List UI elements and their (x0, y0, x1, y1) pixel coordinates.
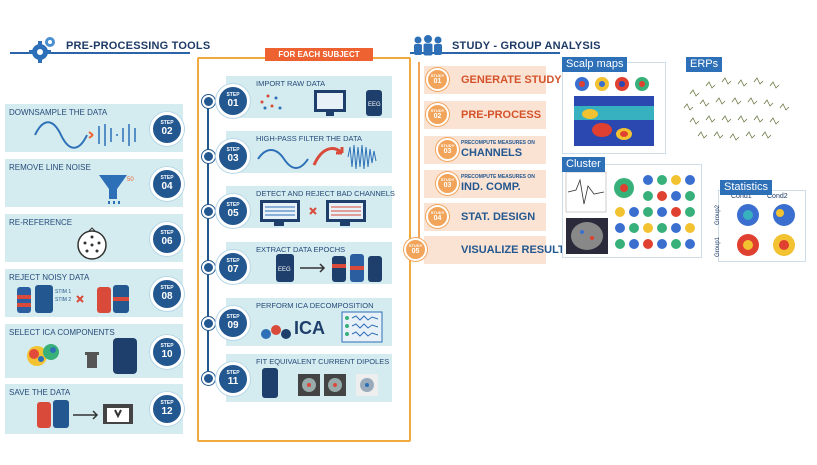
scalp-maps-panel (562, 62, 666, 154)
high-pass-icon (257, 144, 377, 170)
card-label: SAVE THE DATA (9, 388, 71, 397)
svg-text:EEG: EEG (368, 102, 381, 108)
statistics-image (737, 204, 795, 256)
ica-decomposition-icon: ICA (261, 311, 383, 343)
card-label: EXTRACT DATA EPOCHS (256, 245, 346, 254)
connector-hub (202, 95, 215, 108)
card-visualize-results[interactable]: VISUALIZE RESULTS (424, 236, 572, 264)
svg-text:ICA: ICA (294, 318, 325, 338)
gears-icon (28, 34, 58, 64)
cond2-label: Cond2 (767, 193, 788, 200)
import-data-icon: EEG (260, 90, 382, 116)
card-small-label: PRECOMPUTE MEASURES ON (461, 174, 535, 180)
card-extract-epochs[interactable]: EXTRACT DATA EPOCHS EEG (226, 242, 392, 284)
card-label: REMOVE LINE NOISE (9, 163, 91, 172)
epochs-icon: EEG (276, 254, 382, 282)
card-import-raw[interactable]: IMPORT RAW DATA EEG (226, 76, 392, 118)
group2-label: Group2 (715, 204, 721, 225)
card-small-label: PRECOMPUTE MEASURES ON (461, 140, 535, 146)
erps-title: ERPs (686, 57, 723, 72)
study-connector-line (418, 62, 420, 252)
preprocessing-header-line (10, 52, 190, 54)
card-label: HIGH-PASS FILTER THE DATA (256, 134, 362, 143)
connector-hub (202, 372, 215, 385)
subject-connector-line (207, 100, 209, 376)
svg-text:STIM 1: STIM 1 (55, 289, 71, 295)
card-dipoles[interactable]: FIT EQUIVALENT CURRENT DIPOLES (226, 354, 392, 402)
card-label: FIT EQUIVALENT CURRENT DIPOLES (256, 357, 390, 366)
erp-grid-image (683, 77, 790, 141)
scalp-maps-image (574, 77, 654, 146)
save-icon (37, 400, 133, 428)
card-high-pass[interactable]: HIGH-PASS FILTER THE DATA (226, 131, 392, 173)
dipole-icon (262, 368, 378, 398)
filter-funnel-icon: 50 (99, 175, 134, 204)
svg-text:50: 50 (127, 177, 134, 183)
scalp-maps-title: Scalp maps (562, 57, 628, 72)
card-label: VISUALIZE RESULTS (461, 244, 573, 256)
preprocessing-title: PRE-PROCESSING TOOLS (66, 40, 211, 52)
statistics-title: Statistics (720, 180, 773, 195)
cluster-image (565, 171, 695, 254)
card-label: DOWNSAMPLE THE DATA (9, 108, 108, 117)
connector-hub (202, 205, 215, 218)
card-label: REJECT NOISY DATA (9, 273, 90, 282)
card-stat-design[interactable]: STAT. DESIGN (424, 203, 546, 231)
card-ica-decomposition[interactable]: PERFORM ICA DECOMPOSITION ICA (226, 298, 392, 346)
subject-title: FOR EACH SUBJECT (265, 48, 373, 61)
card-save-data[interactable]: SAVE THE DATA (5, 384, 183, 434)
card-label: DETECT AND REJECT BAD CHANNELS (256, 189, 395, 198)
card-label: GENERATE STUDY (461, 74, 562, 86)
cluster-title: Cluster (562, 157, 605, 172)
cluster-panel (562, 164, 702, 258)
card-label: STAT. DESIGN (461, 211, 536, 223)
waveform-icon (34, 121, 136, 149)
card-label: PERFORM ICA DECOMPOSITION (256, 301, 374, 310)
svg-text:STIM 2: STIM 2 (55, 297, 71, 303)
card-label: SELECT ICA COMPONENTS (9, 328, 115, 337)
card-label: IMPORT RAW DATA (256, 79, 326, 88)
head-electrodes-icon (77, 227, 107, 260)
card-label: PRE-PROCESS (461, 109, 542, 121)
group1-label: Group1 (715, 236, 721, 257)
data-stack-icon: STIM 1 STIM 2 (17, 285, 129, 313)
study-header-line (410, 52, 560, 54)
reject-channels-icon (260, 200, 366, 226)
people-group-icon (410, 34, 446, 56)
statistics-panel: Cond1 Cond2 Group2 Group1 (715, 190, 806, 262)
card-bad-channels[interactable]: DETECT AND REJECT BAD CHANNELS (226, 186, 395, 228)
ica-components-icon (27, 338, 137, 374)
cond1-label: Cond1 (731, 193, 752, 200)
card-line-noise[interactable]: REMOVE LINE NOISE 50 (5, 159, 183, 207)
connector-hub (202, 261, 215, 274)
connector-hub (202, 317, 215, 330)
card-label: IND. COMP. (461, 181, 521, 193)
card-label: CHANNELS (461, 147, 523, 159)
connector-hub (202, 150, 215, 163)
study-title: STUDY - GROUP ANALYSIS (452, 40, 601, 52)
card-label: RE-REFERENCE (9, 218, 73, 227)
svg-text:EEG: EEG (278, 267, 291, 273)
